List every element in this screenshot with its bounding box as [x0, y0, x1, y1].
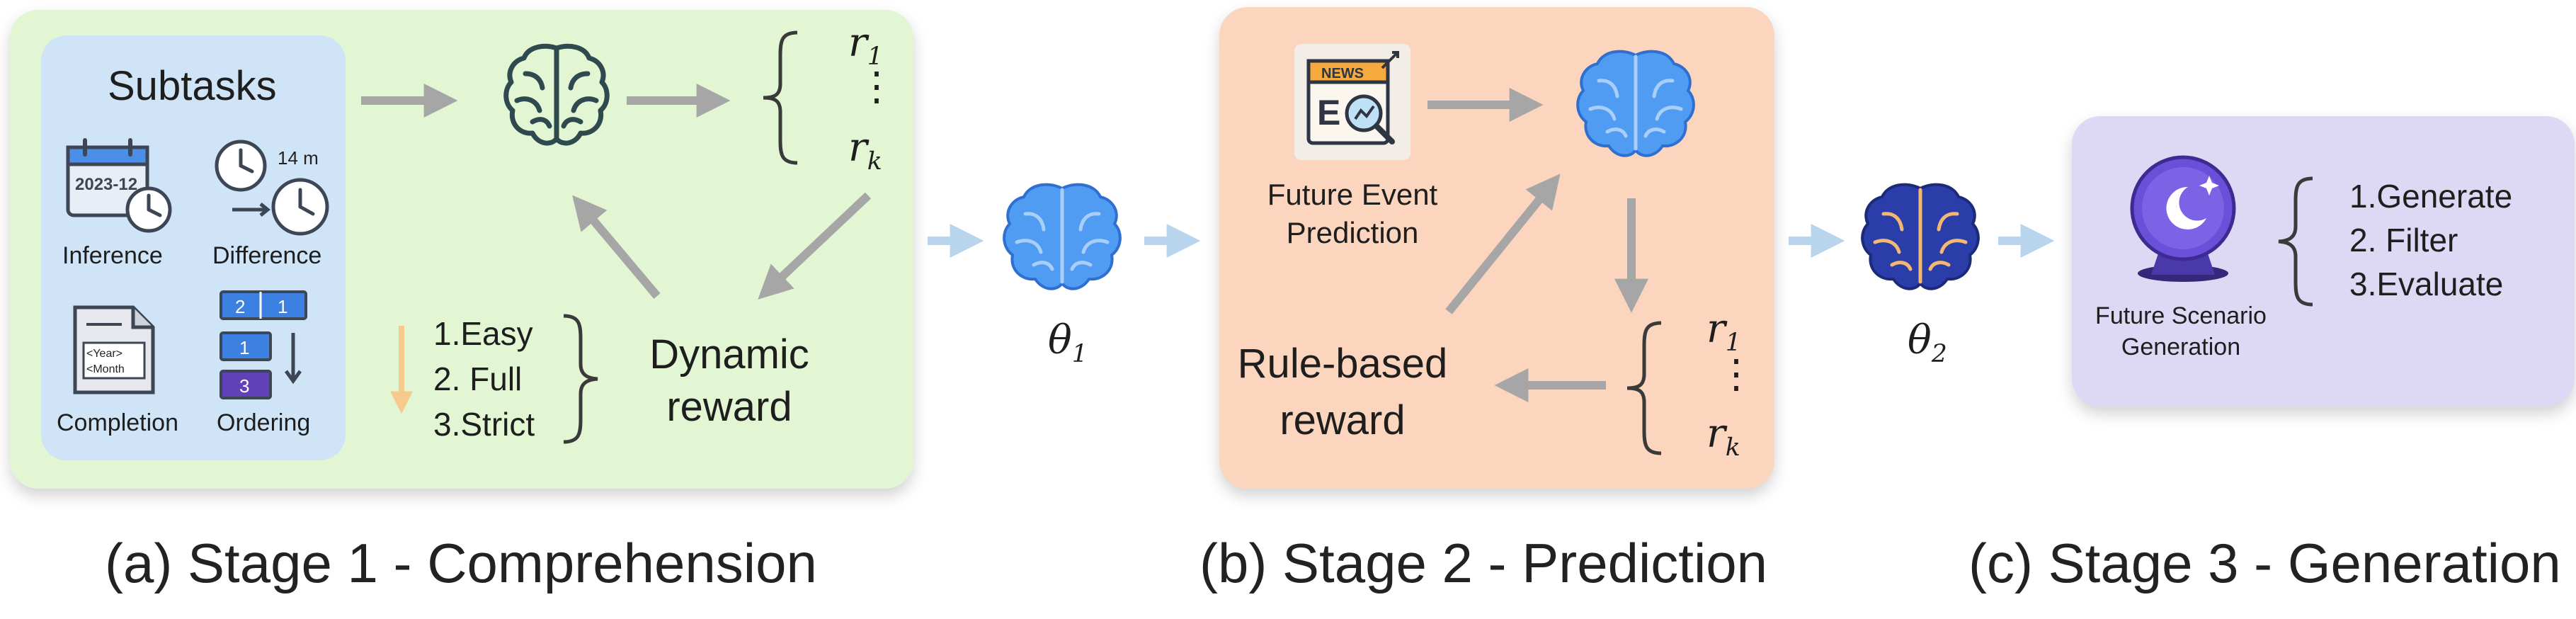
stage1-caption: (a) Stage 1 - Comprehension — [105, 532, 817, 594]
levels-brace — [563, 314, 598, 444]
dynamic-reward-label: Dynamic reward — [649, 331, 809, 430]
arrow-rule-to-brain — [1445, 174, 1561, 314]
step-generate: 1.Generate — [2349, 178, 2513, 215]
stage3-caption: (c) Stage 3 - Generation — [1968, 532, 2561, 594]
arrow-dynamic-to-brain — [572, 195, 661, 299]
reward-ellipsis-stage1: ⋮ — [857, 64, 896, 110]
inference-label: Inference — [62, 242, 163, 269]
completion-label: Completion — [57, 409, 178, 436]
reward-r1-stage2: r1 — [1706, 306, 1741, 358]
steps-brace — [2278, 176, 2313, 307]
clock-difference-icon: 14 m — [215, 140, 329, 236]
level-easy: 1.Easy — [433, 315, 533, 352]
theta2-label: θ2 — [1908, 317, 1947, 369]
reward-ellipsis-stage2: ⋮ — [1716, 351, 1756, 397]
news-e-letter: E — [1317, 93, 1340, 132]
step-filter: 2. Filter — [2349, 222, 2458, 259]
order-block-2: 1 — [278, 296, 287, 317]
document-icon: <Year> <Month — [73, 305, 155, 394]
future-event-label: Future Event Prediction — [1267, 178, 1438, 249]
brain-theta1-icon — [1003, 183, 1122, 290]
news-event-icon: NEWS E — [1294, 44, 1410, 160]
stage2-caption: (b) Stage 2 - Prediction — [1199, 532, 1768, 594]
level-strict: 3.Strict — [433, 406, 535, 443]
theta1-label: θ1 — [1048, 317, 1088, 369]
reward-r1-stage1: r1 — [848, 20, 883, 72]
rewards-brace-2 — [1626, 321, 1662, 455]
reward-rk-stage2: rk — [1706, 411, 1740, 462]
rewards-brace-1 — [763, 30, 798, 165]
difference-label: Difference — [212, 242, 322, 269]
brain-theta2-icon — [1861, 183, 1980, 290]
clock-badge: 14 m — [278, 147, 319, 169]
order-block-1: 2 — [235, 296, 245, 317]
arrow-rewards-to-dynamic — [758, 192, 872, 300]
level-full: 2. Full — [433, 360, 523, 397]
doc-year-text: <Year> — [86, 348, 122, 360]
order-block-4: 3 — [239, 375, 249, 397]
subtasks-title: Subtasks — [108, 63, 277, 109]
ordering-label: Ordering — [217, 409, 311, 436]
doc-month-text: <Month — [86, 363, 125, 375]
step-evaluate: 3.Evaluate — [2349, 266, 2504, 302]
brain-outline-icon — [503, 43, 610, 146]
order-block-3: 1 — [239, 337, 249, 358]
calendar-icon: 2023-12 — [66, 138, 172, 233]
calendar-text: 2023-12 — [75, 175, 137, 194]
ordering-icon: 2 1 1 3 — [220, 290, 307, 399]
crystal-ball-icon — [2130, 155, 2236, 282]
rule-based-reward-label: Rule-based reward — [1237, 341, 1448, 443]
brain-stage2-icon — [1576, 50, 1695, 157]
future-scenario-label: Future Scenario Generation — [2095, 302, 2267, 360]
news-label: NEWS — [1321, 66, 1364, 81]
reward-rk-stage1: rk — [848, 125, 882, 176]
